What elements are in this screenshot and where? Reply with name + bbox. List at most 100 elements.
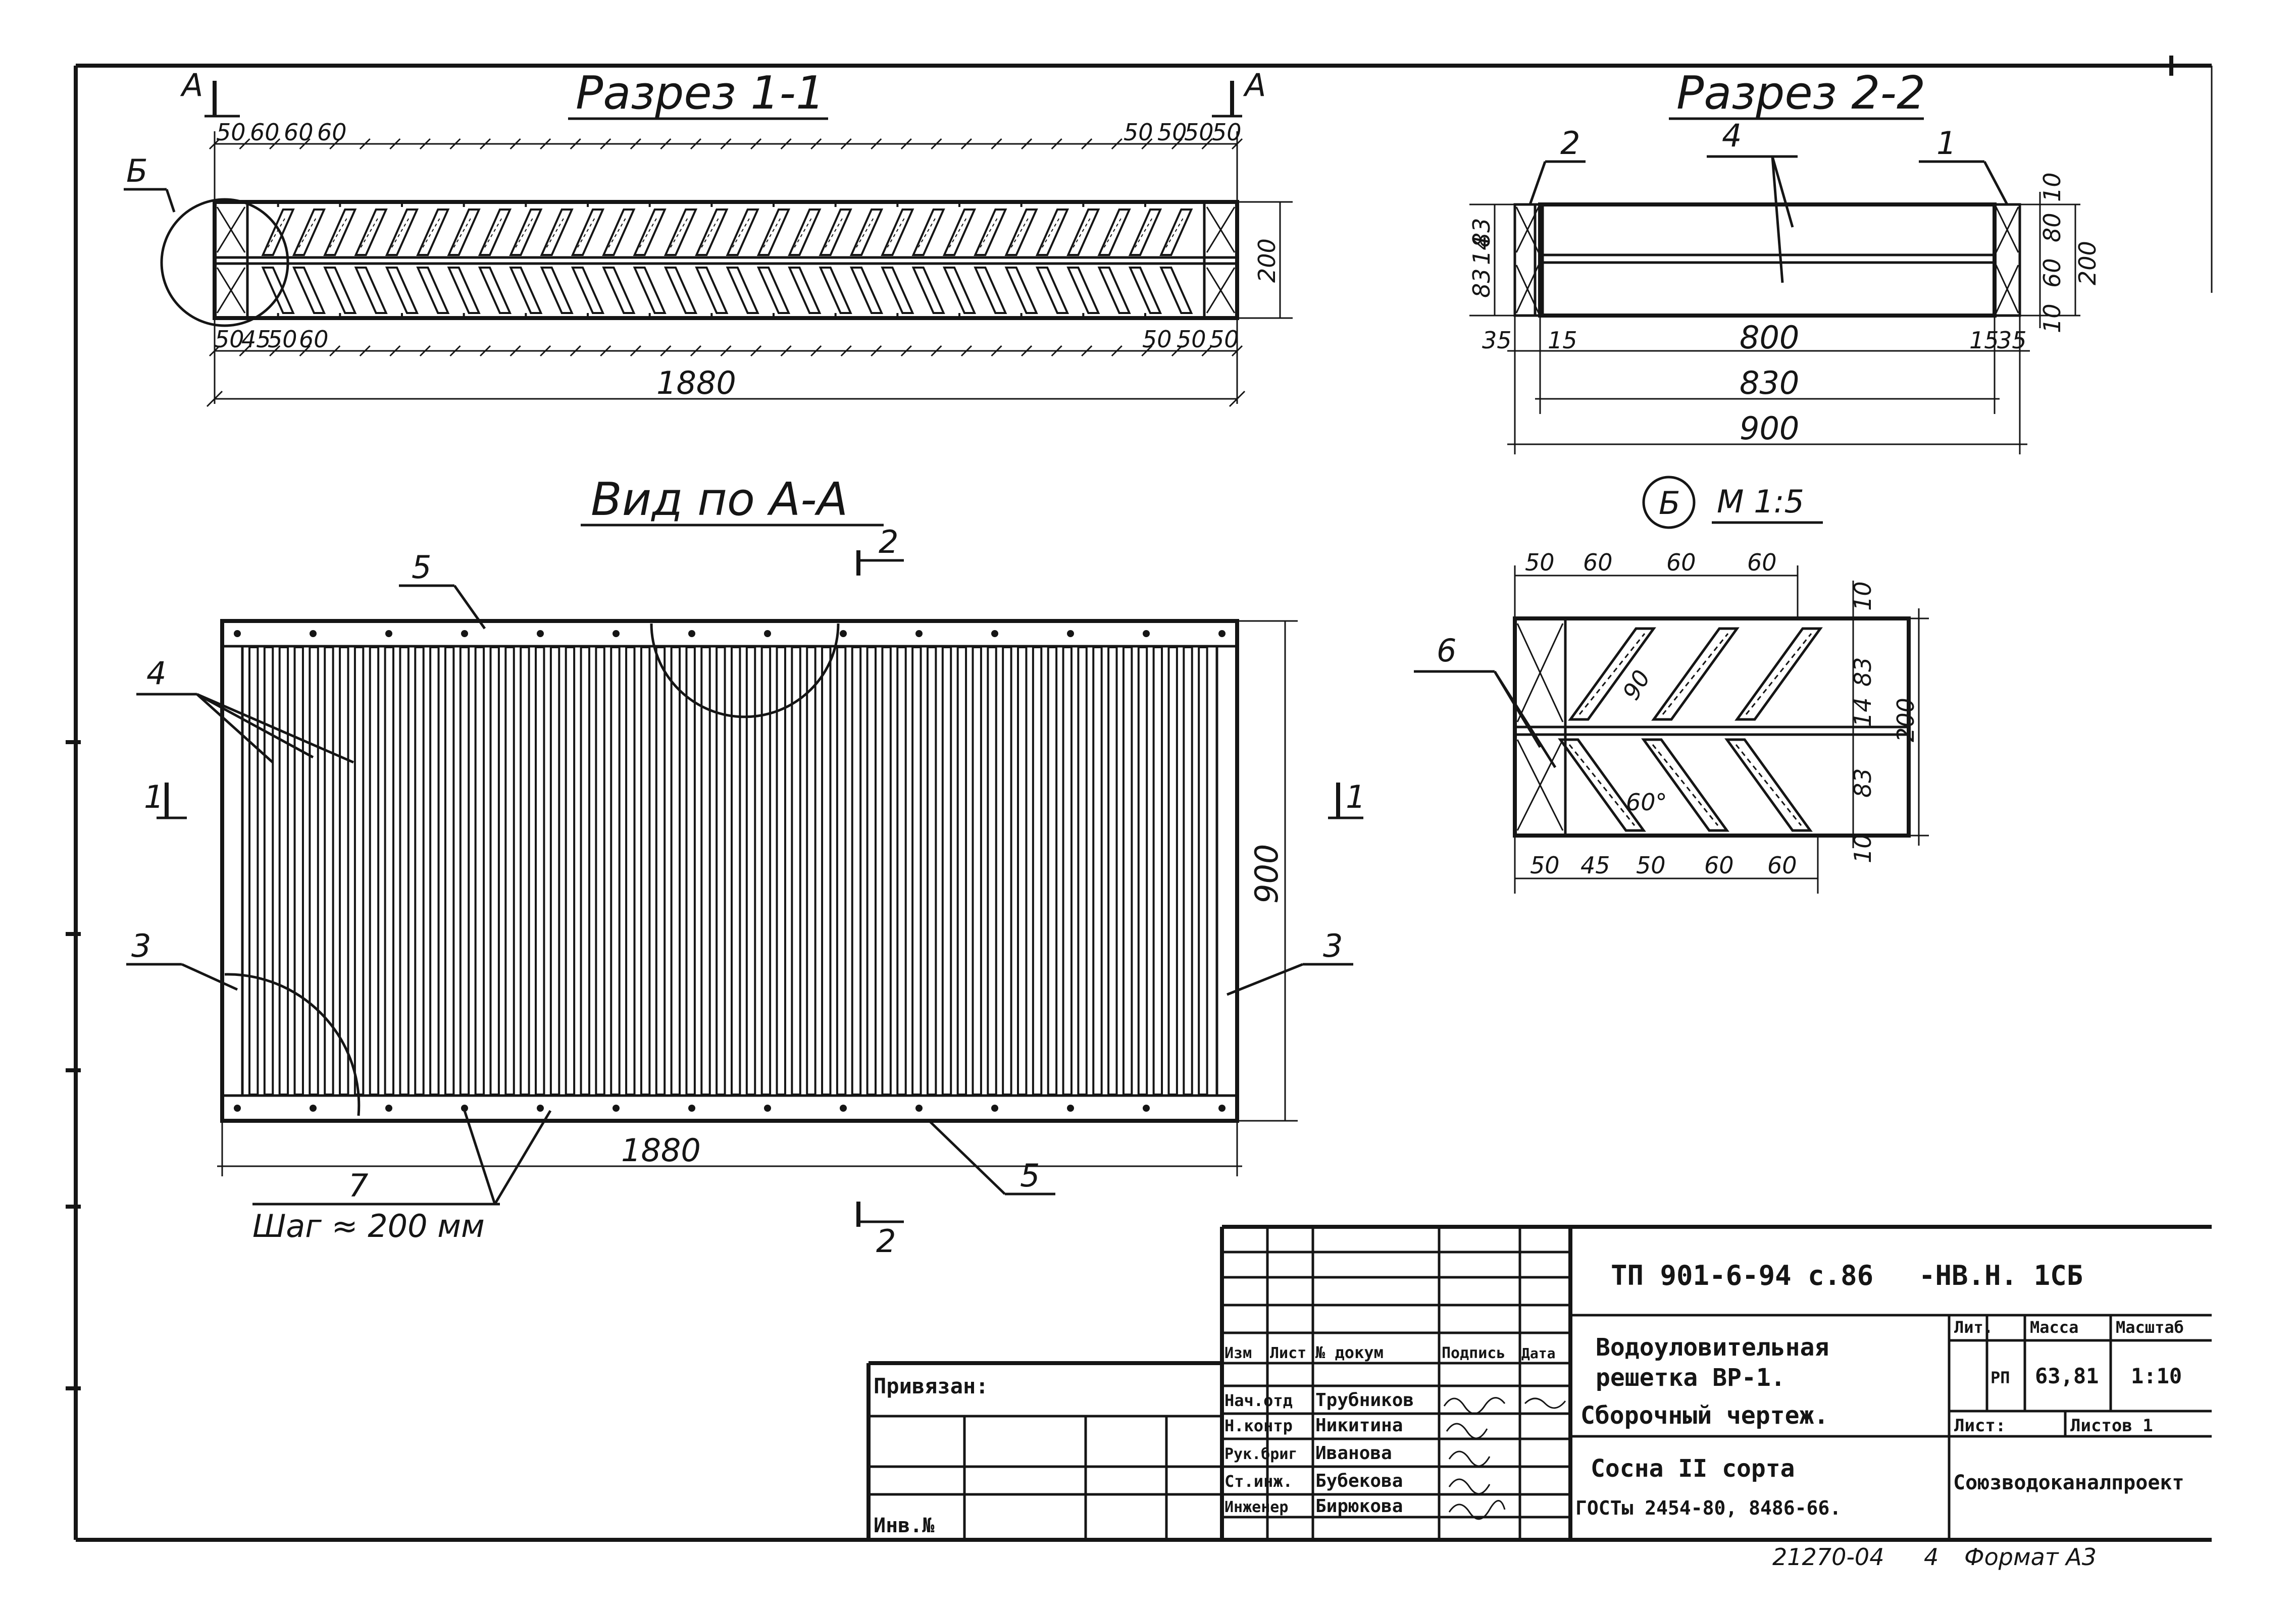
section-2-2-title: Разрез 2-2 xyxy=(1676,67,1925,120)
vertical-lamella xyxy=(595,646,605,1096)
section-1-1: Разрез 1-1 А А Б 50 60 xyxy=(124,67,1293,407)
section-1-1-title: Разрез 1-1 xyxy=(576,67,825,120)
detail-bottom-60-1: 60 xyxy=(1704,852,1734,879)
upper-slat xyxy=(1159,209,1193,256)
vertical-lamella xyxy=(836,646,847,1096)
dim-top-right-1: 50 xyxy=(1124,119,1153,146)
vertical-lamella xyxy=(1077,646,1088,1096)
col-izm: Изм xyxy=(1224,1344,1252,1362)
cut-mark-a-right: А xyxy=(1243,67,1266,103)
upper-slat xyxy=(478,209,512,256)
dim-bottom-right-2: 50 xyxy=(1177,326,1206,353)
format-label: Формат А3 xyxy=(1964,1543,2097,1571)
vertical-lamella xyxy=(1167,646,1178,1096)
lower-slat xyxy=(911,267,945,314)
vertical-lamella xyxy=(640,646,651,1096)
signatures xyxy=(1443,1397,1566,1520)
dim-top-left-3: 60 xyxy=(284,119,314,146)
vertical-lamella xyxy=(504,646,515,1096)
upper-slat xyxy=(911,209,945,256)
organization: Союзводоканалпроект xyxy=(1953,1471,2184,1494)
dim-900: 900 xyxy=(1740,410,1799,447)
vertical-lamella xyxy=(987,646,997,1096)
vertical-lamella xyxy=(309,646,319,1096)
vertical-lamella xyxy=(911,646,922,1096)
dim-top-right-4: 50 xyxy=(1212,119,1242,146)
vertical-lamella xyxy=(972,646,982,1096)
vertical-lamella xyxy=(851,646,862,1096)
vertical-lamella xyxy=(926,646,937,1096)
vertical-lamella xyxy=(625,646,636,1096)
vertical-lamella xyxy=(339,646,349,1096)
upper-slat xyxy=(1004,209,1038,256)
pos-4-label: 4 xyxy=(1722,117,1742,154)
upper-slat xyxy=(942,209,977,256)
vertical-lamella xyxy=(293,646,304,1096)
upper-slat xyxy=(1097,209,1131,256)
dim-35-left: 35 xyxy=(1482,327,1512,354)
upper-slat xyxy=(788,209,822,256)
role-4: Ст.инж. xyxy=(1224,1472,1293,1491)
inv-label: Инв.№ xyxy=(874,1514,934,1537)
vertical-lamella xyxy=(1017,646,1028,1096)
lower-slat xyxy=(633,267,667,314)
dim-top-right-2: 50 xyxy=(1157,119,1187,146)
dim-1880-horizontal: 1880 xyxy=(621,1132,701,1169)
detail-lamellas xyxy=(1558,627,1823,832)
lower-slat xyxy=(974,267,1007,314)
vertical-lamella xyxy=(760,646,772,1096)
vertical-lamella xyxy=(444,646,455,1096)
vertical-lamella xyxy=(896,646,907,1096)
lower-slat xyxy=(819,267,852,314)
vertical-lamella xyxy=(399,646,410,1096)
vertical-lamella xyxy=(429,646,440,1096)
lit-header: Лит. xyxy=(1954,1318,1993,1337)
pos-5-top: 5 xyxy=(412,549,431,586)
lower-slat xyxy=(540,267,574,314)
col-list: Лист xyxy=(1270,1344,1306,1362)
detail-top-60-2: 60 xyxy=(1666,549,1696,576)
detail-top-50: 50 xyxy=(1525,549,1555,576)
lower-slat xyxy=(664,267,698,314)
detail-bottom-50b: 50 xyxy=(1636,852,1666,879)
detail-lower-slat xyxy=(1558,738,1646,832)
callout-b-label: Б xyxy=(126,152,148,189)
pos-3-left: 3 xyxy=(131,927,151,964)
vertical-lamella xyxy=(1107,646,1118,1096)
upper-slat xyxy=(1066,209,1100,256)
dim-800: 800 xyxy=(1740,319,1799,356)
detail-upper-slat xyxy=(1651,627,1740,721)
lower-slat xyxy=(881,267,914,314)
pos-4-view: 4 xyxy=(146,655,166,692)
name-4: Бубекова xyxy=(1315,1471,1403,1491)
archive-number: 21270-04 xyxy=(1772,1543,1884,1571)
dim-15-left: 15 xyxy=(1548,327,1577,354)
lower-slat xyxy=(416,267,450,314)
lower-slat xyxy=(602,267,636,314)
lower-slat xyxy=(695,267,729,314)
upper-slat xyxy=(416,209,450,256)
detail-upper-slat xyxy=(1568,627,1656,721)
dim-l-83-top: 83 xyxy=(1468,218,1495,247)
vertical-lamella xyxy=(248,646,259,1096)
vertical-lamella xyxy=(745,646,756,1096)
vertical-lamella xyxy=(520,646,530,1096)
dim-r-80: 80 xyxy=(2038,213,2066,242)
sheet-code: -НВ.Н. 1СБ xyxy=(1919,1260,2083,1291)
dim-900-vertical: 900 xyxy=(1248,844,1285,904)
vertical-lamella xyxy=(459,646,470,1096)
lower-slat xyxy=(571,267,605,314)
vertical-lamella xyxy=(1198,646,1208,1096)
upper-slat xyxy=(664,209,698,256)
view-a-a: Вид по А-А 2 2 1 1 900 xyxy=(126,473,1365,1260)
role-1: Нач.отд xyxy=(1224,1391,1293,1410)
lit-value: РП xyxy=(1991,1368,2010,1387)
vertical-lamella xyxy=(414,646,425,1096)
lamellas-section-1-1 xyxy=(261,201,1193,319)
vertical-lamella xyxy=(716,646,726,1096)
material-line-2: ГОСТы 2454-80, 8486-66. xyxy=(1575,1497,1841,1519)
col-date: Дата xyxy=(1521,1345,1555,1362)
vertical-lamella xyxy=(324,646,334,1096)
vertical-lamella xyxy=(1122,646,1133,1096)
